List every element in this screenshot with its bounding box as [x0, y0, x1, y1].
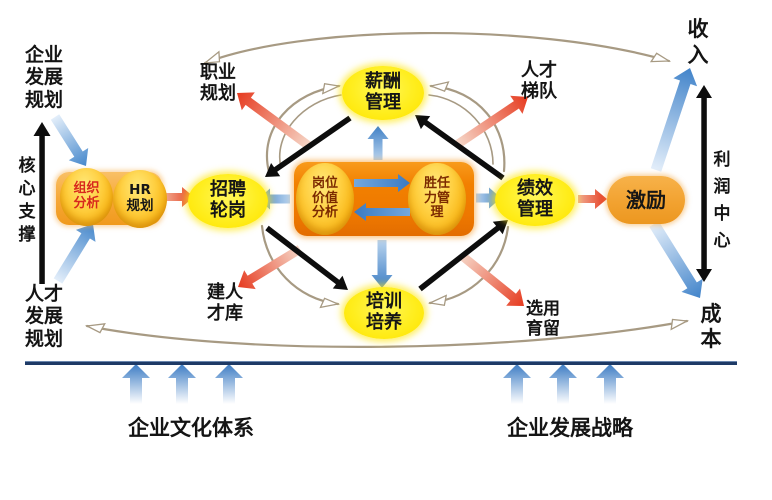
arrow-blue-10 — [215, 364, 243, 404]
arrow-blue-0 — [50, 114, 89, 166]
arrow-blue-13 — [596, 364, 624, 404]
sketch-arc-tip — [321, 82, 342, 95]
label-selection-retention: 选用 育留 — [526, 299, 560, 340]
label-revenue: 收 入 — [687, 17, 709, 67]
arrow-red-3 — [455, 95, 528, 148]
arrow-blue-6 — [650, 68, 698, 172]
node-competency-management: 胜任 力管 理 — [408, 163, 466, 235]
arrow-red-5 — [458, 251, 524, 306]
arrow-blue-9 — [168, 364, 196, 404]
sketch-arc-tip — [428, 81, 450, 93]
sketch-arc-tip — [84, 323, 106, 334]
label-cost: 成 本 — [700, 302, 722, 352]
sketch-arc — [278, 94, 342, 169]
arrow-red-1 — [578, 189, 607, 209]
arrow-blue-2 — [367, 126, 389, 160]
sketch-arc — [260, 224, 340, 306]
arrow-blue-11 — [503, 364, 531, 404]
node-incentive: 激励 — [607, 176, 685, 224]
label-corporate-culture-system: 企业文化体系 — [128, 416, 254, 440]
arrow-blue-1 — [53, 224, 96, 284]
foundation-baseline — [25, 361, 737, 365]
node-organization-analysis: 组织 分析 — [60, 168, 113, 226]
sketch-arc — [428, 225, 510, 305]
arrow-red-2 — [237, 92, 312, 150]
arrow-blue-8 — [122, 364, 150, 404]
label-career-planning: 职业 规划 — [200, 62, 236, 105]
sketch-arc-tip — [649, 52, 672, 63]
label-enterprise-development-planning: 企业 发展 规划 — [24, 44, 63, 111]
sketch-arc — [266, 84, 341, 174]
arrow-blue-7 — [649, 221, 703, 298]
node-performance-management: 绩效 管理 — [495, 174, 575, 226]
label-talent-development-planning: 人才 发展 规划 — [24, 283, 63, 350]
arrow-blue-12 — [549, 364, 577, 404]
sketch-arc-tip — [427, 294, 448, 307]
sketch-arc-tip — [319, 297, 341, 309]
label-talent-echelon: 人才 梯队 — [521, 60, 557, 103]
node-training-development: 培训 培养 — [344, 287, 424, 339]
node-job-value-analysis: 岗位 价值 分析 — [296, 163, 354, 235]
sketch-arc — [428, 94, 494, 165]
label-core-support: 核 心 支 撑 — [18, 156, 36, 246]
arrow-blue-3 — [371, 240, 393, 288]
sketch-arc — [429, 84, 506, 173]
node-hr-planning: HR 规划 — [113, 170, 167, 228]
label-talent-pool: 建人 才库 — [207, 282, 243, 325]
sketch-arc — [203, 32, 671, 65]
node-recruitment-rotation: 招聘 轮岗 — [188, 174, 268, 228]
label-profit-center: 利 润 中 心 — [713, 150, 731, 251]
node-compensation-management: 薪酬 管理 — [342, 66, 424, 120]
sketch-arc-tip — [670, 318, 690, 331]
label-enterprise-development-strategy: 企业发展战略 — [507, 416, 633, 440]
